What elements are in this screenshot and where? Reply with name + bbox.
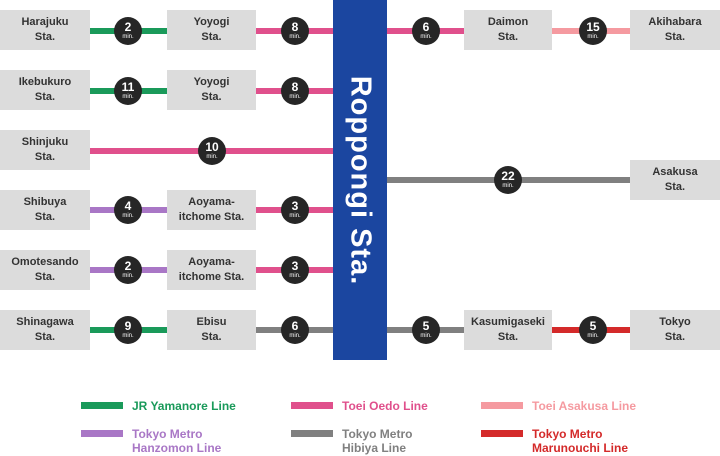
legend-label-hanzomon: Tokyo Metro Hanzomon Line xyxy=(132,427,222,455)
station-akihabara: Akihabara Sta. xyxy=(630,10,720,50)
legend-label-toei-asakusa: Toei Asakusa Line xyxy=(532,399,637,413)
legend-label-jr-yamanote: JR Yamanore Line xyxy=(132,399,236,413)
legend-toei-oedo: Toei Oedo Line xyxy=(291,399,428,413)
legend-hanzomon: Tokyo Metro Hanzomon Line xyxy=(81,427,221,455)
station-yoyogi-row1: Yoyogi Sta. xyxy=(167,10,256,50)
station-omotesando: Omotesando Sta. xyxy=(0,250,90,290)
legend-swatch-toei-oedo xyxy=(291,402,333,409)
station-shinjuku: Shinjuku Sta. xyxy=(0,130,90,170)
station-aoyama-itchome-row4: Aoyama- itchome Sta. xyxy=(167,190,256,230)
station-asakusa: Asakusa Sta. xyxy=(630,160,720,200)
station-ikebukuro: Ikebukuro Sta. xyxy=(0,70,90,110)
station-tokyo: Tokyo Sta. xyxy=(630,310,720,350)
station-shinagawa: Shinagawa Sta. xyxy=(0,310,90,350)
station-yoyogi-row2: Yoyogi Sta. xyxy=(167,70,256,110)
center-station-label: Roppongi Sta. xyxy=(344,75,377,285)
station-shibuya: Shibuya Sta. xyxy=(0,190,90,230)
station-kasumigaseki: Kasumigaseki Sta. xyxy=(464,310,552,350)
legend-swatch-hanzomon xyxy=(81,430,123,437)
station-ebisu: Ebisu Sta. xyxy=(167,310,256,350)
legend-hibiya: Tokyo Metro Hibiya Line xyxy=(291,427,412,455)
station-aoyama-itchome-row5: Aoyama- itchome Sta. xyxy=(167,250,256,290)
legend-label-toei-oedo: Toei Oedo Line xyxy=(342,399,428,413)
legend-marunouchi: Tokyo Metro Marunouchi Line xyxy=(481,427,628,455)
legend-swatch-hibiya xyxy=(291,430,333,437)
legend-swatch-marunouchi xyxy=(481,430,523,437)
legend-swatch-jr-yamanote xyxy=(81,402,123,409)
roppongi-station-bar: Roppongi Sta. xyxy=(333,0,387,360)
legend-label-marunouchi: Tokyo Metro Marunouchi Line xyxy=(532,427,628,455)
station-harajuku: Harajuku Sta. xyxy=(0,10,90,50)
legend-label-hibiya: Tokyo Metro Hibiya Line xyxy=(342,427,413,455)
legend-swatch-toei-asakusa xyxy=(481,402,523,409)
legend-toei-asakusa: Toei Asakusa Line xyxy=(481,399,636,413)
legend-jr-yamanote: JR Yamanore Line xyxy=(81,399,236,413)
station-daimon: Daimon Sta. xyxy=(464,10,552,50)
